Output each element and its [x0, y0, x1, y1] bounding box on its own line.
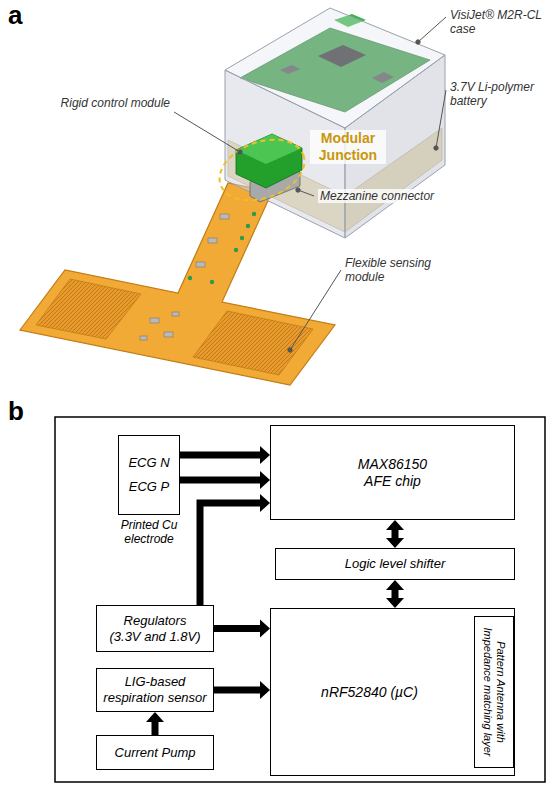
leader-lines-part	[416, 40, 420, 44]
signal-arrow	[386, 520, 404, 548]
leader-lines-part	[288, 348, 292, 352]
arrow-shaft	[152, 721, 159, 735]
part-label: 3.7V Li-polymer battery	[450, 80, 545, 109]
via-dots-part	[240, 236, 244, 240]
part-label: Mezzanine connector	[318, 189, 447, 203]
signal-arrow	[180, 471, 270, 489]
leader-lines-part	[174, 112, 240, 152]
part-label: VisiJet® M2R-CL case	[450, 8, 545, 37]
leader-lines-part	[434, 146, 438, 150]
case-part	[225, 8, 445, 128]
leader-lines-part	[296, 188, 300, 192]
node-text: Regulators (3.3V and 1.8V)	[108, 613, 203, 644]
arrow-shaft	[392, 589, 399, 599]
case	[225, 8, 445, 238]
signal-arrow	[214, 620, 270, 638]
arrow-shaft	[180, 452, 261, 459]
via-dots-part	[210, 280, 214, 284]
smd-components-part	[164, 332, 173, 337]
leader-lines-part	[290, 270, 341, 350]
via-dots-part	[188, 276, 192, 280]
node-text: ECG P	[129, 479, 169, 495]
flex-circuit-part	[20, 183, 335, 385]
afe-chip-box: MAX86150 AFE chip	[270, 425, 515, 520]
diagram-frame	[55, 417, 545, 782]
signal-arrow	[200, 494, 270, 605]
arrow-shaft	[180, 477, 261, 484]
rotated-text-holder: Pattern Antenna with Impedance matching …	[474, 616, 514, 768]
signal-arrow	[214, 681, 270, 699]
smd-components-part	[220, 214, 229, 219]
arrow-head	[386, 580, 404, 590]
smd-components	[140, 214, 229, 340]
node-text: ECG N	[128, 455, 169, 471]
via-dots-part	[246, 224, 250, 228]
rigid-module-part	[236, 134, 302, 188]
arrow-head	[260, 494, 270, 512]
leader-lines-part	[238, 150, 242, 154]
flex-circuit	[20, 183, 335, 385]
panel-letter: a	[8, 0, 22, 31]
leader-lines	[174, 17, 446, 352]
panel-letter: b	[8, 396, 24, 427]
signal-arrow	[386, 580, 404, 608]
mcu-box: nRF52840 (µC) Pattern Antenna with Impeda…	[270, 608, 515, 776]
leader-lines-part	[418, 17, 446, 42]
level-shifter-box: Logic level shifter	[275, 548, 515, 580]
leader-lines-part	[436, 90, 446, 148]
smd-components-part	[140, 336, 147, 340]
arrow-head	[260, 681, 270, 699]
sensor-box: LIG-based respiration sensor	[96, 668, 214, 712]
node-text: MAX86150 AFE chip	[348, 456, 438, 490]
via-dots-part	[252, 212, 256, 216]
arrow-head	[386, 538, 404, 548]
node-text: Pattern Antenna with Impedance matching …	[480, 620, 506, 764]
arrow-head	[260, 471, 270, 489]
node-text: Logic level shifter	[345, 556, 445, 572]
current-pump-box: Current Pump	[96, 735, 214, 770]
via-dots	[188, 212, 256, 284]
node-text: LIG-based respiration sensor	[101, 674, 209, 705]
flex-circuit-part	[36, 279, 141, 339]
rigid-module	[236, 134, 302, 188]
arrow-head	[146, 712, 164, 722]
signal-arrow	[180, 446, 270, 464]
smd-components-part	[150, 318, 159, 323]
signal-arrow	[146, 712, 164, 735]
node-text: nRF52840 (µC)	[321, 684, 418, 701]
arrow-head	[260, 446, 270, 464]
arrow-shaft	[392, 529, 399, 539]
part-label: Flexible sensing module	[345, 256, 445, 285]
arrow-shaft	[214, 687, 261, 694]
smd-components-part	[196, 262, 205, 267]
arrow-shaft	[200, 503, 261, 605]
arrow-shaft	[214, 625, 261, 632]
node-caption: Printed Cu electrode	[109, 518, 189, 547]
part-label: Rigid control module	[58, 96, 170, 110]
rigid-module-part	[236, 134, 302, 164]
antenna-box: Pattern Antenna with Impedance matching …	[474, 616, 514, 768]
junction-label: Modular Junction	[310, 130, 386, 164]
arrow-head	[386, 598, 404, 608]
regulator-box: Regulators (3.3V and 1.8V)	[96, 605, 214, 652]
electrode-box: ECG NECG PPrinted Cu electrode	[118, 435, 180, 515]
arrow-head	[386, 520, 404, 530]
smd-components-part	[172, 312, 179, 316]
smd-components-part	[208, 238, 217, 243]
node-text: Current Pump	[115, 745, 196, 761]
junction-ring	[211, 129, 313, 212]
arrow-head	[260, 620, 270, 638]
via-dots-part	[234, 248, 238, 252]
